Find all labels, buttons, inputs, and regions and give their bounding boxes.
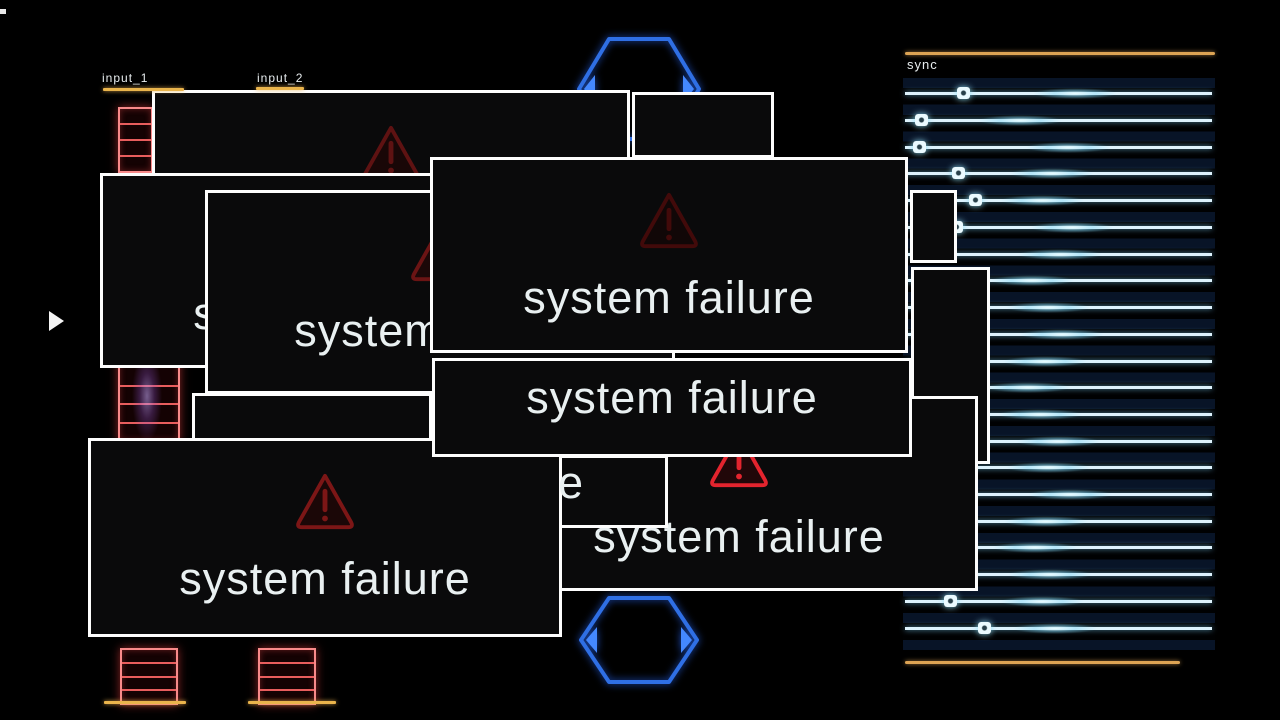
sync-node-handle[interactable] — [944, 595, 957, 607]
ladder-rung — [260, 650, 314, 664]
alert-box-bottom-left[interactable]: system failure — [88, 438, 562, 637]
input-1-label: input_1 — [102, 71, 149, 85]
alert-bar[interactable]: system failure — [432, 358, 912, 457]
sync-glow-blob — [998, 409, 1082, 420]
text-fragment-box[interactable]: e — [558, 455, 668, 528]
input-2-underline — [256, 87, 304, 90]
sync-glow-blob — [1000, 195, 1084, 206]
sync-glow-blob — [1006, 462, 1090, 473]
coil-base-rail — [248, 701, 336, 704]
sync-glow-blob — [1020, 329, 1104, 340]
ladder-rung — [122, 678, 176, 692]
sliver-box-1[interactable] — [910, 190, 957, 263]
sync-bottom-rail — [905, 661, 1180, 664]
sync-glow-blob — [990, 275, 1074, 286]
alert-message-fragment: e — [558, 457, 584, 508]
right-arrow-icon[interactable] — [681, 627, 692, 653]
input-1-underline — [103, 88, 184, 91]
ladder-rung — [120, 125, 151, 141]
sync-glow-blob — [993, 542, 1077, 553]
warning-triangle-icon — [640, 192, 698, 249]
sync-glow-blob — [1000, 596, 1084, 607]
sync-node-handle[interactable] — [957, 87, 970, 99]
sync-glow-blob — [978, 115, 1062, 126]
input-2-label: input_2 — [257, 71, 304, 85]
sync-glow-blob — [1003, 356, 1087, 367]
sync-node-handle[interactable] — [915, 114, 928, 126]
sync-label: sync — [907, 57, 938, 72]
ladder-coil-top-left — [118, 107, 153, 173]
left-arrow-icon[interactable] — [586, 627, 597, 653]
ladder-coil-bottom-2 — [258, 648, 316, 705]
sync-glow-blob — [986, 382, 1070, 393]
ladder-coil-bottom-1 — [120, 648, 178, 705]
alert-message: system failure — [523, 272, 815, 323]
sync-glow-blob — [1008, 569, 1092, 580]
sync-glow-blob — [1013, 623, 1097, 634]
small-box-top[interactable] — [632, 92, 774, 158]
ladder-rung — [122, 650, 176, 664]
hexagon-outline — [579, 596, 699, 684]
ladder-rung — [120, 157, 151, 171]
sync-node-handle[interactable] — [913, 141, 926, 153]
sync-glow-blob — [1016, 436, 1100, 447]
sync-glow-blob — [1006, 302, 1090, 313]
corner-marker — [0, 9, 6, 14]
bottom-hexagon — [575, 592, 703, 688]
sync-glow-blob — [1028, 489, 1112, 500]
sync-glow-blob — [1030, 222, 1114, 233]
sync-glow-blob — [1033, 88, 1117, 99]
play-button[interactable] — [49, 311, 64, 331]
sync-glow-blob — [1004, 516, 1088, 527]
ladder-rung — [120, 141, 151, 157]
sync-top-rail — [905, 52, 1215, 55]
sync-node-handle[interactable] — [969, 194, 982, 206]
sync-node-handle[interactable] — [952, 167, 965, 179]
ladder-rung — [122, 664, 176, 678]
alert-box-center[interactable]: system failure — [430, 157, 908, 353]
alert-message: system failure — [526, 372, 818, 423]
ladder-rung — [260, 678, 314, 692]
alert-message: system failure — [593, 511, 885, 562]
coil-base-rail — [104, 701, 186, 704]
warning-triangle-icon — [296, 473, 354, 530]
alert-message: system failure — [179, 553, 471, 604]
ladder-rung — [120, 109, 151, 125]
ladder-rung — [260, 664, 314, 678]
sync-glow-blob — [1010, 168, 1094, 179]
sync-node-handle[interactable] — [978, 622, 991, 634]
sync-glow-blob — [1026, 142, 1110, 153]
sync-glow-blob — [1018, 249, 1102, 260]
